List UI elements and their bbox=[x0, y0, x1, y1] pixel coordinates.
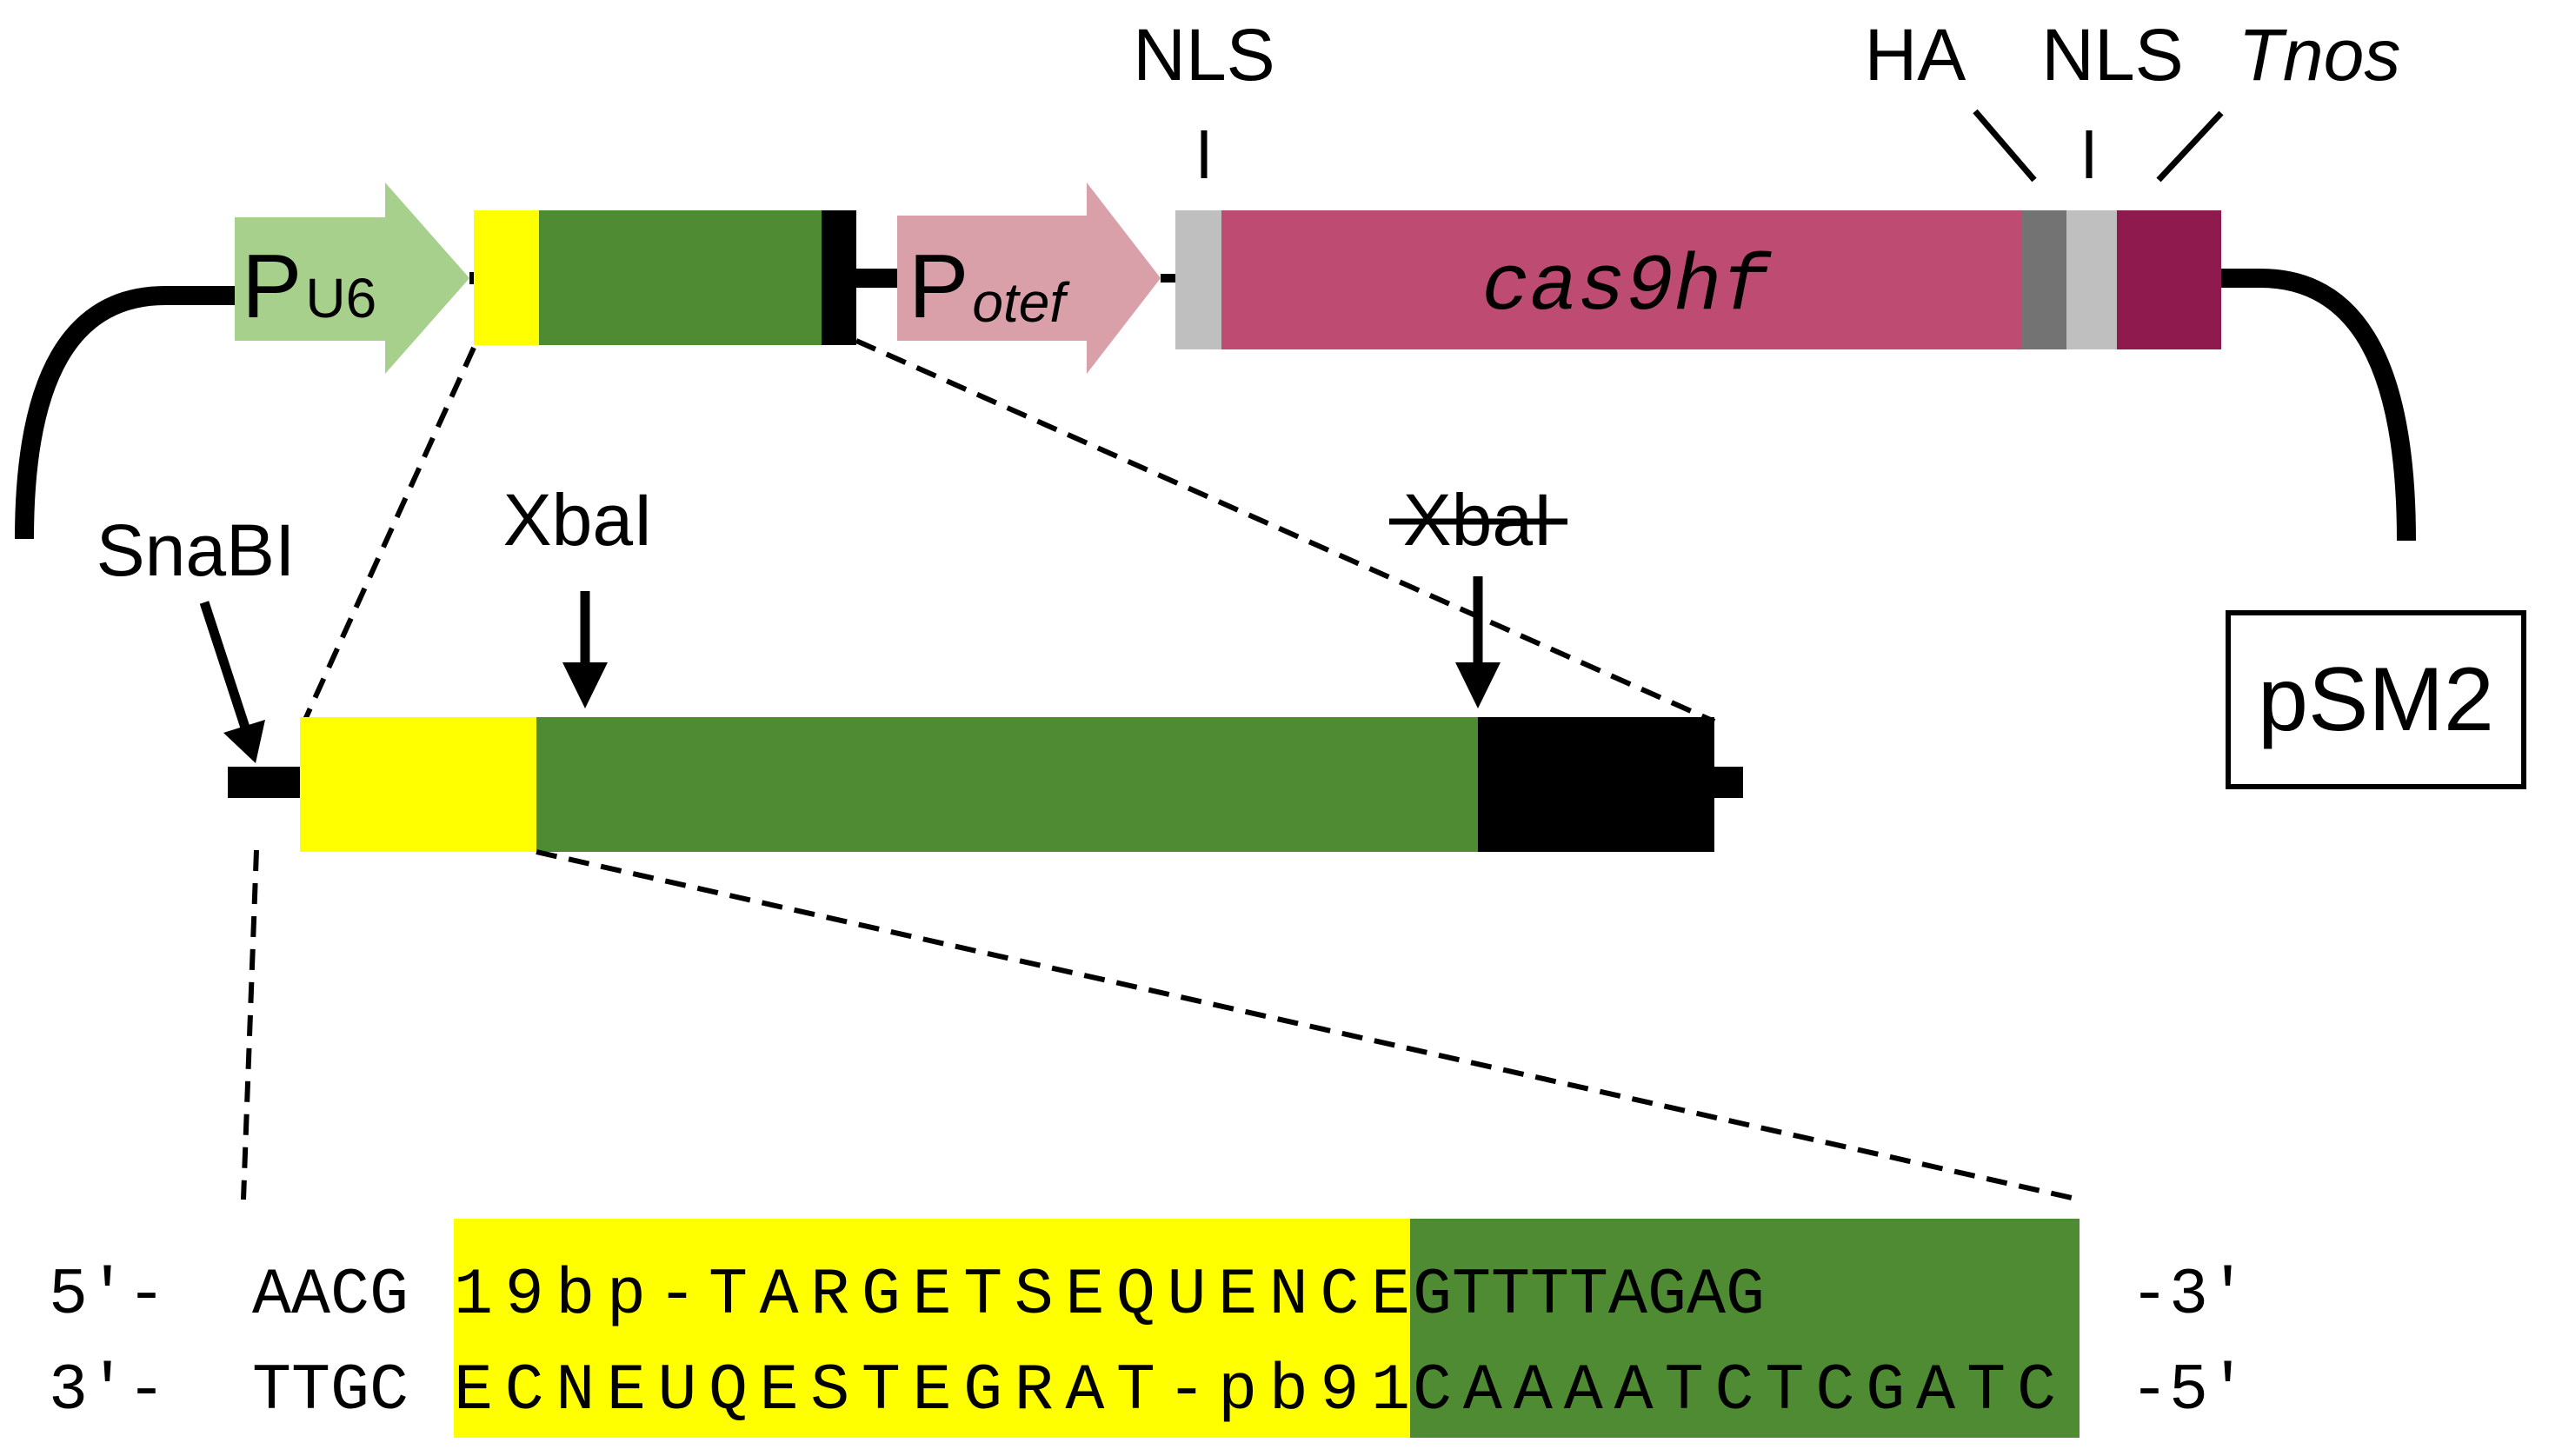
sequence-bottom-scaffold: CAAAATCTCGATC bbox=[1413, 1354, 2056, 1428]
potef-promoter-arrow bbox=[897, 183, 1161, 374]
scaffold-segment-top bbox=[539, 210, 822, 345]
snabi-arrow-shaft bbox=[199, 601, 251, 732]
ha-box bbox=[2021, 210, 2066, 349]
sequence-target-highlight bbox=[454, 1219, 1410, 1438]
pu6-label: PU6 bbox=[242, 236, 376, 337]
sequence-top-scaffold: GTTTTAGAG bbox=[1413, 1259, 1765, 1333]
xbai-label: XbaI bbox=[503, 479, 654, 561]
ha-label: HA bbox=[1865, 14, 1966, 96]
cas9hf-box bbox=[1221, 210, 2021, 349]
sequence-scaffold-highlight bbox=[1410, 1219, 2080, 1438]
potef-label: Potef bbox=[908, 236, 1070, 337]
psm2-label: pSM2 bbox=[2258, 649, 2494, 750]
sequence-bottom-end5: 3'- bbox=[49, 1354, 166, 1428]
xbai-arrow-head bbox=[562, 662, 608, 708]
xbai-destroyed-arrow-head bbox=[1455, 662, 1501, 708]
backbone-right-arc bbox=[2221, 269, 2416, 542]
nls-label-2: NLS bbox=[2041, 14, 2183, 96]
scaffold-segment-expanded bbox=[536, 717, 1478, 852]
zoom-line-left-2 bbox=[241, 849, 259, 1200]
nls-label-1: NLS bbox=[1133, 14, 1274, 96]
sequence-bottom-end3: -5' bbox=[2130, 1354, 2247, 1428]
sequence-top-end3: -3' bbox=[2130, 1259, 2247, 1333]
sequence-top-prefix: AACG bbox=[252, 1259, 409, 1333]
nls-box-2 bbox=[2066, 210, 2117, 349]
zoom-line-right-1 bbox=[855, 338, 1716, 724]
zoom-line-right-2 bbox=[536, 849, 2080, 1202]
sequence-top-target: 19bp-TARGETSEQUENCE bbox=[454, 1259, 1410, 1333]
pu6-promoter-arrow bbox=[235, 183, 469, 374]
terminator-segment-top bbox=[822, 210, 856, 345]
snabi-label: SnaBI bbox=[96, 509, 296, 591]
cas9hf-label: cas9hf bbox=[1481, 242, 1772, 333]
target-segment-top bbox=[474, 210, 539, 345]
tnos-box bbox=[2117, 210, 2221, 349]
target-segment-expanded bbox=[300, 717, 536, 852]
psm2-box bbox=[2226, 610, 2526, 789]
snabi-arrow-head bbox=[223, 720, 265, 763]
nls-box-1 bbox=[1175, 210, 1221, 349]
sequence-bottom-target: ECNEUQESTEGRAT-pb91 bbox=[454, 1354, 1410, 1428]
terminator-segment-expanded bbox=[1478, 717, 1714, 852]
sequence-bottom-prefix: TTGC bbox=[252, 1354, 409, 1428]
backbone-left-arc bbox=[15, 286, 235, 540]
sequence-top-end5: 5'- bbox=[49, 1259, 166, 1333]
tnos-leader bbox=[2156, 110, 2224, 183]
tnos-label: Tnos bbox=[2239, 14, 2401, 96]
ha-leader bbox=[1973, 109, 2037, 183]
zoom-line-left-1 bbox=[302, 346, 476, 723]
